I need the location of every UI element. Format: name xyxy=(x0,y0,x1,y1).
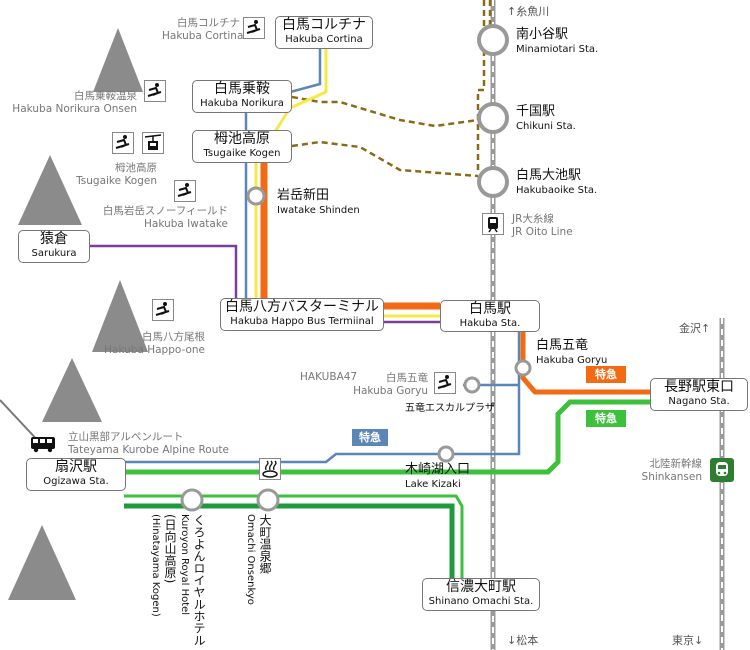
station-sarukura: 猿倉 Sarukura xyxy=(18,230,90,263)
stop-escal xyxy=(463,376,481,394)
label-royal-hotel-sub-en: (Hinatayama Kogen) xyxy=(150,514,161,617)
bus-icon xyxy=(30,435,56,453)
mountain-icon xyxy=(42,358,102,422)
area-goryu: 白馬五竜 Hakuba Goryu xyxy=(353,372,428,397)
onsen-icon xyxy=(259,458,281,480)
stop-minamiotari xyxy=(477,24,509,56)
mountain-icon xyxy=(93,28,143,92)
area-tsugaike: 栂池高原 Tsugaike Kogen xyxy=(76,162,157,187)
station-tsugaike-kogen: 栂池高原 Tsugaike Kogen xyxy=(192,130,292,163)
station-hakuba-cortina: 白馬コルチナ Hakuba Cortina xyxy=(275,16,373,49)
stop-royal-hotel xyxy=(180,488,204,512)
ski-icon xyxy=(112,132,134,154)
ski-icon xyxy=(243,17,265,39)
station-shinano-omachi: 信濃大町駅 Shinano Omachi Sta. xyxy=(422,578,540,611)
label-omachi-onsenkyo: 大町温泉郷 xyxy=(258,514,272,574)
dir-tokyo: 東京↓ xyxy=(672,634,704,647)
label-chikuni: 千国駅 Chikuni Sta. xyxy=(516,104,576,132)
mountain-icon xyxy=(92,280,148,352)
stop-omachi-onsenkyo xyxy=(256,488,280,512)
ski-icon xyxy=(152,299,174,321)
station-hakuba: 白馬駅 Hakuba Sta. xyxy=(440,300,540,332)
dir-kanazawa: 金沢↑ xyxy=(679,322,711,335)
mountain-icon xyxy=(18,155,82,225)
stop-iwatake xyxy=(246,186,266,206)
label-goryu-escal: 五竜エスカルプラザ xyxy=(405,403,495,414)
ski-icon xyxy=(174,180,196,202)
area-hakuba47: HAKUBA47 xyxy=(300,371,358,383)
label-iwatake-shinden: 岩岳新田 Iwatake Shinden xyxy=(277,188,360,216)
shinkansen-icon xyxy=(710,458,734,482)
station-hakuba-norikura: 白馬乗鞍 Hakuba Norikura xyxy=(192,80,292,113)
label-hakuba-goryu: 白馬五竜 Hakuba Goryu xyxy=(536,338,608,366)
badge-express-blue: 特急 xyxy=(352,429,388,446)
dir-matsumoto: ↓松本 xyxy=(507,634,539,647)
station-happo-bus-terminal: 白馬八方バスターミナル Hakuba Happo Bus Termiinal xyxy=(220,298,384,331)
area-alpine-route: 立山黒部アルペンルート Tateyama Kurobe Alpine Route xyxy=(68,431,229,456)
stop-chikuni xyxy=(477,102,509,134)
label-minamiotari: 南小谷駅 Minamiotari Sta. xyxy=(516,27,599,55)
label-hakubaoike: 白馬大池駅 Hakubaoike Sta. xyxy=(516,168,598,196)
blue-route xyxy=(124,316,521,464)
train-icon xyxy=(482,213,504,235)
purple-route xyxy=(90,244,238,300)
area-norikura-onsen: 白馬乗鞍温泉 Hakuba Norikura Onsen xyxy=(12,90,137,115)
area-cortina: 白馬コルチナ Hakuba Cortina xyxy=(162,17,244,42)
label-royal-hotel-sub: (日向山高原) xyxy=(163,514,177,584)
stop-goryu xyxy=(514,359,532,377)
badge-express-orange: 特急 xyxy=(586,366,626,383)
label-omachi-onsenkyo-en: Omachi Onsenkyo xyxy=(245,514,256,605)
mountain-icon xyxy=(8,525,76,600)
station-nagano-east: 長野駅東口 Nagano Sta. xyxy=(650,378,748,411)
area-iwatake: 白馬岩岳スノーフィールド Hakuba Iwatake xyxy=(102,205,228,230)
gondola-icon xyxy=(142,132,164,154)
stop-hakubaoike xyxy=(477,166,509,198)
stop-kizaki xyxy=(437,445,455,463)
label-royal-hotel: くろよんロイヤルホテル xyxy=(192,514,206,646)
green-route xyxy=(124,399,650,475)
label-shinkansen: 北陸新幹線 Shinkansen xyxy=(641,458,702,483)
orange-route xyxy=(260,162,440,310)
ski-icon xyxy=(144,80,166,102)
dir-itoigawa: ↑糸魚川 xyxy=(507,5,550,18)
label-royal-hotel-en: Kuroyon Royal Hotel xyxy=(179,514,190,616)
station-ogizawa: 扇沢駅 Ogizawa Sta. xyxy=(26,458,126,491)
area-happo-one: 白馬八方尾根 Hakuba Happo-one xyxy=(104,331,205,356)
label-jr-oito: JR大糸線 JR Oito Line xyxy=(512,213,573,238)
badge-express-green: 特急 xyxy=(586,410,626,427)
label-lake-kizaki: 木崎湖入口 Lake Kizaki xyxy=(405,462,471,490)
ski-icon xyxy=(434,372,456,394)
